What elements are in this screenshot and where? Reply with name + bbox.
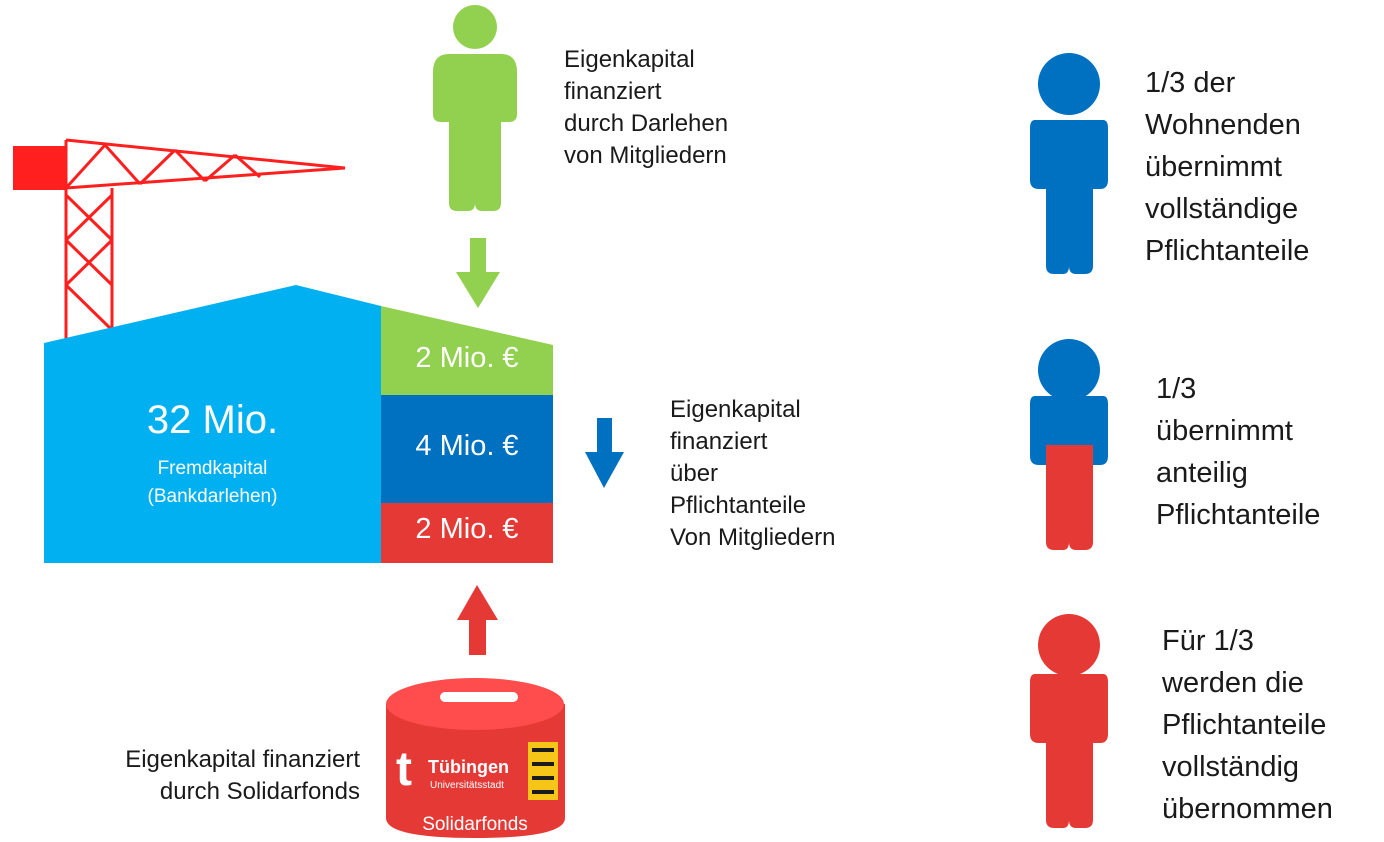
can-label: Solidarfonds: [422, 814, 528, 835]
block-blue-label: 4 Mio. €: [415, 430, 519, 462]
tuebingen-logo-bg: [394, 740, 526, 804]
main-label-2: (Bankdarlehen): [147, 486, 278, 507]
tuebingen-city: Tübingen: [428, 757, 509, 777]
bottom-text: Eigenkapital finanziert durch Solidarfon…: [125, 746, 360, 805]
group-1-text: 1/3 der Wohnenden übernimmt vollständige…: [1145, 67, 1310, 267]
coin-slot: [440, 692, 518, 702]
tuebingen-logo-letter: t: [396, 743, 412, 796]
blue-person-icon: [1030, 53, 1108, 274]
red-person-icon: [1030, 614, 1108, 828]
crane-counterweight: [13, 146, 67, 190]
red-arrow-up: [457, 585, 498, 655]
green-arrow-down: [456, 238, 500, 308]
group-3-text: Für 1/3 werden die Pflichtanteile vollst…: [1162, 625, 1333, 825]
block-red: [381, 503, 553, 563]
block-blue: [381, 395, 553, 503]
main-amount: 32 Mio.: [146, 398, 279, 442]
blue-arrow-down: [585, 418, 624, 488]
block-red-label: 2 Mio. €: [415, 513, 519, 545]
group-2-text: 1/3 übernimmt anteilig Pflichtanteile: [1156, 373, 1321, 531]
middle-text: Eigenkapital finanziert über Pflichtante…: [670, 396, 836, 551]
block-green-label: 2 Mio. €: [415, 342, 519, 374]
block-green: [381, 306, 553, 395]
tuebingen-city-sub: Universitätsstadt: [430, 780, 504, 791]
building-body: [44, 285, 381, 563]
green-person-icon: [433, 5, 517, 211]
top-person-text: Eigenkapital finanziert durch Darlehen v…: [564, 46, 729, 169]
mixed-person-icon: [1030, 339, 1108, 550]
main-label-1: Fremdkapital: [157, 458, 268, 479]
